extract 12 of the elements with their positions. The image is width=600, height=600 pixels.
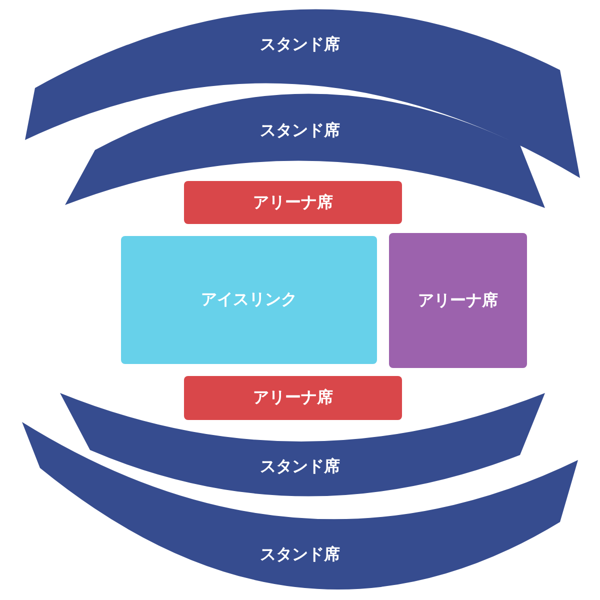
rink-block	[121, 236, 377, 364]
seating-block	[184, 181, 402, 224]
section-label: スタンド席	[260, 34, 340, 56]
section-label: アリーナ席	[253, 388, 333, 408]
section-label: スタンド席	[260, 456, 340, 478]
section-label: アリーナ席	[418, 290, 498, 311]
section-label: スタンド席	[260, 544, 340, 566]
seating-block	[184, 376, 402, 420]
section-label: アイスリンク	[201, 290, 297, 310]
section-label: スタンド席	[260, 120, 340, 142]
seating-block	[389, 233, 527, 368]
section-label: アリーナ席	[253, 192, 333, 213]
